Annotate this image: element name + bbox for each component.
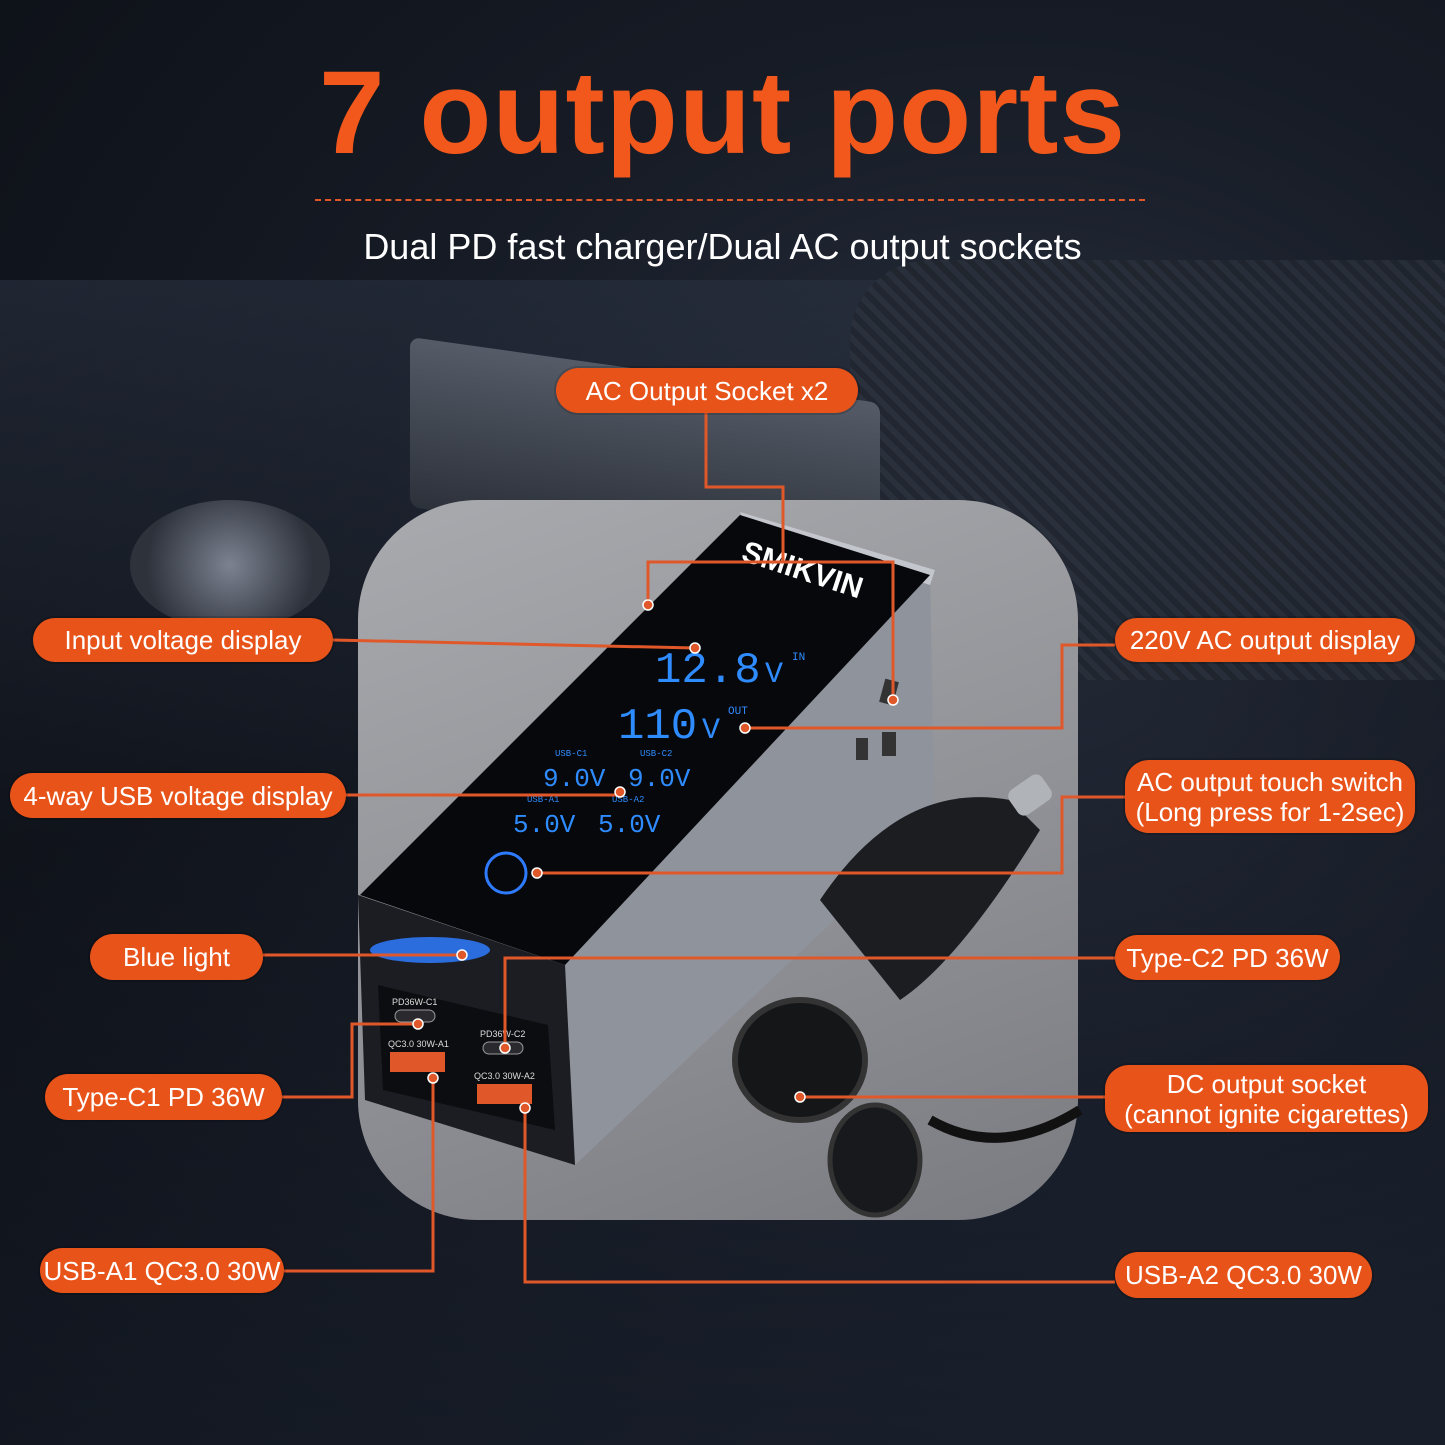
subtitle: Dual PD fast charger/Dual AC output sock… bbox=[363, 226, 1082, 267]
usb-c1-value: 9.0V bbox=[543, 764, 606, 794]
port-c2-label: PD36W-C2 bbox=[480, 1029, 525, 1039]
output-tag: OUT bbox=[728, 706, 748, 718]
port-usb-a2 bbox=[477, 1084, 532, 1104]
callout-dc-socket: DC output socket (cannot ignite cigarett… bbox=[1105, 1065, 1428, 1132]
output-voltage-value: 110 bbox=[618, 702, 697, 752]
ac-socket-slot bbox=[856, 738, 868, 760]
output-voltage-unit: V bbox=[702, 714, 720, 748]
device-side-face bbox=[565, 575, 935, 1165]
input-tag: IN bbox=[792, 652, 805, 664]
callout-usb-display: 4-way USB voltage display bbox=[10, 773, 346, 818]
usb-c2-label: USB-C2 bbox=[640, 749, 672, 759]
callout-dc-socket-line1: DC output socket bbox=[1166, 1068, 1367, 1099]
callout-dc-socket-line2: (cannot ignite cigarettes) bbox=[1124, 1098, 1409, 1129]
callout-ac-display: 220V AC output display bbox=[1115, 618, 1415, 662]
callout-touch-switch-line2: (Long press for 1-2sec) bbox=[1135, 796, 1405, 827]
callout-usb-a1: USB-A1 QC3.0 30W bbox=[40, 1248, 284, 1293]
callout-touch-switch: AC output touch switch (Long press for 1… bbox=[1125, 760, 1415, 833]
usb-a1-label: USB-A1 bbox=[527, 795, 559, 805]
usb-a1-value: 5.0V bbox=[513, 810, 576, 840]
callout-lines bbox=[263, 413, 1125, 1284]
port-c1-label: PD36W-C1 bbox=[392, 997, 437, 1007]
cable bbox=[927, 1105, 1083, 1143]
port-usb-a1 bbox=[390, 1052, 445, 1072]
dc-socket-cap bbox=[827, 1102, 923, 1218]
dc-output-socket bbox=[732, 997, 868, 1123]
usb-a2-label: USB-A2 bbox=[612, 795, 644, 805]
input-voltage-value: 12.8 bbox=[655, 646, 761, 696]
callout-blue-light: Blue light bbox=[90, 934, 263, 980]
port-a2-label: QC3.0 30W-A2 bbox=[474, 1071, 535, 1081]
callout-touch-switch-line1: AC output touch switch bbox=[1137, 766, 1403, 797]
gear-knob-background bbox=[130, 500, 330, 630]
car-plug-tip bbox=[1008, 774, 1052, 816]
car-plug-body bbox=[820, 797, 1040, 1000]
headline: 7 output ports bbox=[318, 47, 1127, 179]
callout-ac-socket: AC Output Socket x2 bbox=[556, 368, 858, 413]
callout-type-c1: Type-C1 PD 36W bbox=[45, 1074, 282, 1120]
usb-c2-value: 9.0V bbox=[628, 764, 691, 794]
callout-type-c2: Type-C2 PD 36W bbox=[1115, 935, 1340, 980]
callout-input-display: Input voltage display bbox=[33, 618, 333, 662]
port-a1-label: QC3.0 30W-A1 bbox=[388, 1039, 449, 1049]
dashed-divider bbox=[315, 199, 1145, 201]
usb-c1-label: USB-C1 bbox=[555, 749, 587, 759]
ac-socket-slot bbox=[882, 732, 896, 756]
callout-usb-a2: USB-A2 QC3.0 30W bbox=[1115, 1252, 1372, 1298]
input-voltage-unit: V bbox=[765, 658, 783, 692]
usb-a2-value: 5.0V bbox=[598, 810, 661, 840]
blue-light bbox=[370, 937, 490, 963]
touch-switch-ring bbox=[484, 851, 528, 895]
callout-dots bbox=[412, 599, 899, 1114]
